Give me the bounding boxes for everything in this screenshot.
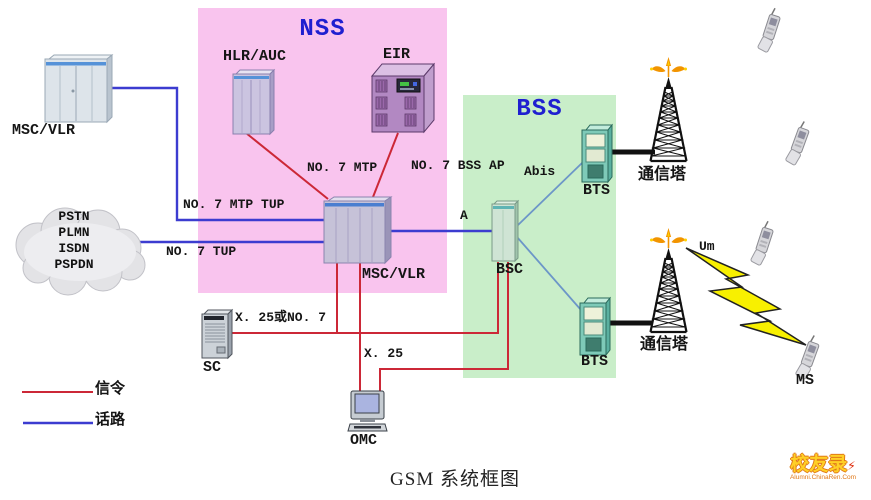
hlr-auc-cabinet [232, 68, 276, 136]
sc-server [201, 308, 234, 360]
x25-or-no7-label: X. 25或NO. 7 [235, 310, 327, 325]
msc-vlr-left-cabinet [44, 53, 114, 124]
legend-voice-label: 话路 [95, 410, 126, 428]
nss-region-background [198, 8, 447, 293]
legend-signaling-label: 信令 [95, 379, 126, 397]
watermark-subtitle: Alumni.ChinaRen.Com [789, 474, 857, 481]
mobile-phone-icon [750, 220, 774, 266]
omc-workstation [347, 390, 388, 432]
bts-lower-label: BTS [581, 353, 609, 370]
mobile-phone-icon [757, 7, 781, 53]
chinaren-watermark: 校友录⚡ Alumni.ChinaRen.Com [781, 455, 865, 482]
pstn-cloud-text: PSTN PLMN ISDN PSPDN [38, 209, 110, 273]
no7-mtp-tup-label: NO. 7 MTP TUP [183, 197, 285, 212]
line-bsc-to-bts-upper [516, 162, 583, 227]
x25-label: X. 25 [364, 346, 404, 361]
comm-tower-lower [649, 228, 688, 334]
hlr-auc-label: HLR/AUC [223, 48, 287, 65]
line-sc-to-bsc [230, 262, 499, 334]
cloud-line: ISDN [58, 241, 90, 256]
bts-tower-links [608, 149, 655, 326]
watermark-mascot-icon: ⚡ [847, 459, 856, 475]
bss-region-title: BSS [516, 96, 563, 123]
eir-box [370, 62, 436, 134]
cloud-line: PSTN [58, 209, 90, 224]
no7-mtp-label: NO. 7 MTP [307, 160, 378, 175]
tower-antenna-icon [650, 57, 687, 77]
lightning-bolt-icon [685, 247, 807, 346]
no7-tup-label: NO. 7 TUP [166, 244, 237, 259]
bsc-label: BSC [496, 261, 524, 278]
bsc-cabinet [491, 199, 520, 263]
msc-vlr-center-label: MSC/VLR [362, 266, 426, 283]
ms-mobile-phone-icon [795, 335, 820, 380]
mobile-phone-icon [785, 121, 810, 166]
tower-antenna-icon [650, 228, 687, 248]
line-omc-to-bsc [379, 262, 509, 392]
bts-upper-label: BTS [583, 182, 611, 199]
nss-region-title: NSS [299, 16, 346, 43]
abis-lines [516, 162, 583, 311]
line-msc-left-to-msc-center [112, 86, 326, 222]
um-label: Um [699, 239, 715, 254]
msc-vlr-left-label: MSC/VLR [12, 122, 76, 139]
tower-upper-label: 通信塔 [638, 164, 687, 183]
omc-label: OMC [350, 432, 378, 449]
signaling-lines [22, 132, 509, 393]
bts-upper-cabinet [581, 123, 614, 184]
cloud-line: PSPDN [54, 257, 94, 272]
cloud-line: PLMN [58, 225, 90, 240]
eir-label: EIR [383, 46, 411, 63]
a-interface-label: A [460, 208, 468, 223]
msc-vlr-center-cabinet [323, 196, 393, 265]
sc-label: SC [203, 359, 222, 376]
pstn-cloud [15, 207, 146, 296]
ms-label: MS [796, 372, 815, 389]
line-bsc-to-bts-lower [516, 236, 582, 311]
bts-lower-cabinet [579, 296, 612, 357]
line-eir-to-msc [372, 132, 399, 198]
line-hlr-to-msc [245, 132, 329, 200]
comm-tower-upper [649, 57, 688, 163]
abis-label: Abis [524, 164, 556, 179]
watermark-title: 校友录 [790, 453, 848, 475]
tower-lower-label: 通信塔 [640, 334, 689, 353]
no7-bss-ap-label: NO. 7 BSS AP [411, 158, 505, 173]
diagram-caption: GSM 系统框图 [390, 469, 520, 490]
